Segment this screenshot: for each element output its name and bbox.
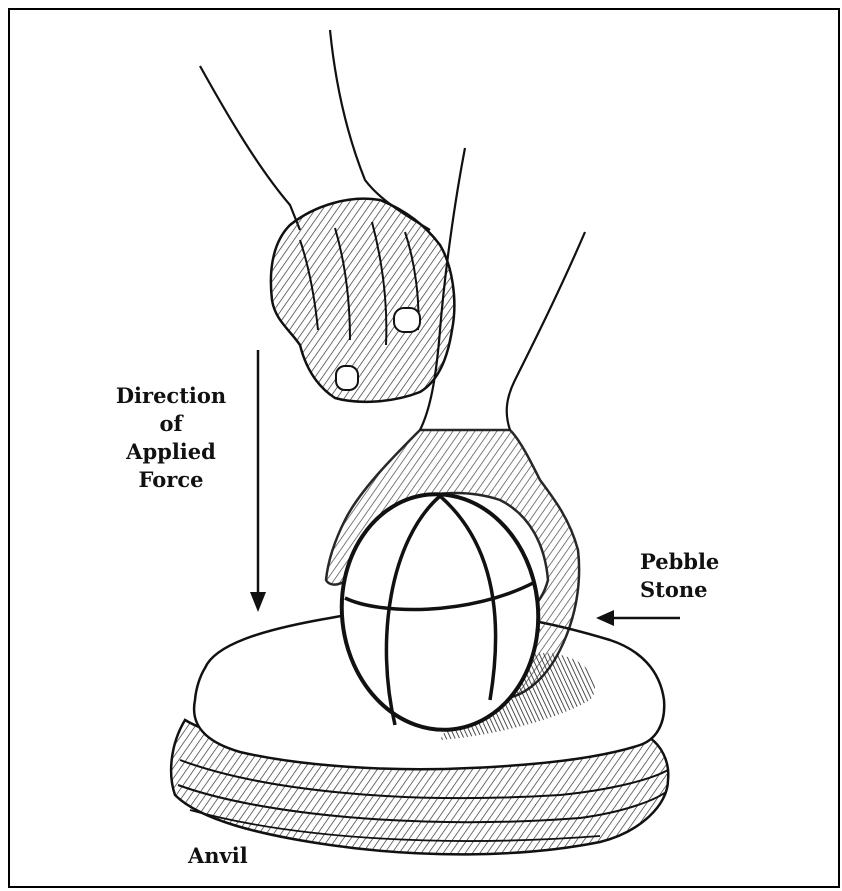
- pebble-stone-label: Pebble Stone: [640, 548, 719, 604]
- force-label-line-4: Force: [96, 466, 246, 494]
- force-label-line-3: Applied: [96, 438, 246, 466]
- pebble-label-line-2: Stone: [640, 576, 719, 604]
- force-label-line-1: Direction: [96, 382, 246, 410]
- force-arrow: [250, 350, 266, 612]
- pebble-arrow: [596, 610, 680, 626]
- force-direction-label: Direction of Applied Force: [96, 382, 246, 494]
- anvil-label: Anvil: [188, 842, 248, 870]
- force-label-line-2: of: [96, 410, 246, 438]
- striking-hand: [200, 30, 454, 402]
- pebble-label-line-1: Pebble: [640, 548, 719, 576]
